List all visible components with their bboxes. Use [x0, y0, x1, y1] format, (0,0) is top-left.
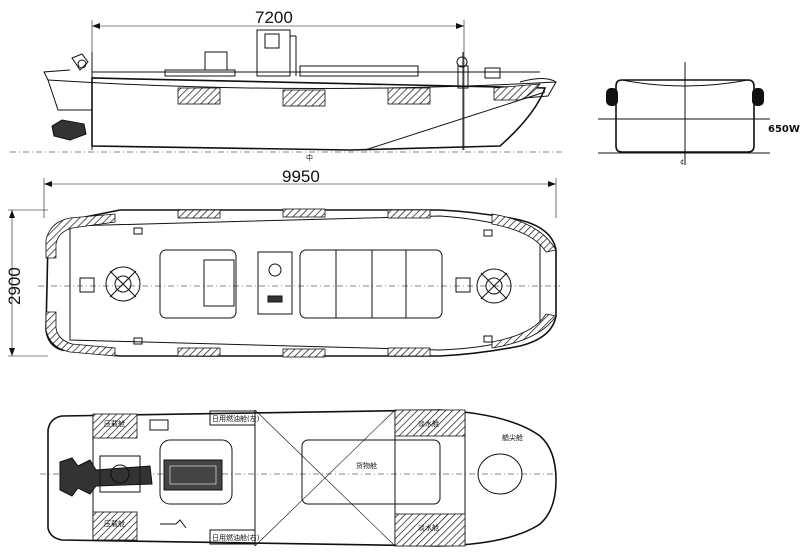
waterline-label: 650WL [768, 124, 800, 135]
plan-breadth-label: 2900 [5, 267, 24, 305]
label-bow-store: 艏尖舱 [502, 433, 523, 442]
plan-bitt-fwd [455, 277, 471, 293]
side-hull [91, 77, 547, 151]
plan-breadth-dimension: 2900 [5, 209, 48, 357]
side-stern-overhang [47, 79, 92, 111]
plan-fender-side-3 [387, 209, 431, 219]
cargo-hold-box [301, 439, 441, 505]
fuel-tank-port [209, 410, 256, 426]
side-fender-3 [387, 87, 431, 105]
label-aft-stbd-tank: 压载舱 [104, 519, 125, 528]
side-fender-bow [493, 83, 541, 101]
plan-fender-side-4 [177, 347, 221, 357]
tank-fwd-stbd-hatch [394, 513, 466, 547]
section-view: 650WL ¢ [598, 62, 800, 166]
side-length-label: 7200 [255, 8, 293, 27]
side-wheelhouse [164, 29, 419, 77]
label-fwd-stbd-tank: 淡水舱 [418, 523, 439, 532]
label-fuel-stbd: 日用燃油舱(右) [212, 533, 260, 542]
plan-hatch-aft [159, 249, 237, 319]
plan-hatch-aft-cover [203, 259, 235, 307]
plan-bitt-aft [79, 277, 95, 293]
tank-plan-outline [47, 409, 557, 547]
plan-fender-stern-port [45, 213, 116, 259]
label-fuel-port: 日用燃油舱(左) [212, 414, 260, 423]
plan-fender-side-2 [282, 208, 326, 218]
side-fender-1 [177, 87, 221, 105]
section-centerline-mark: ¢ [680, 158, 684, 166]
tank-aft-port-hatch [92, 413, 138, 439]
plan-capstan-fwd [476, 268, 512, 304]
plan-fender-bow-stbd [491, 313, 557, 349]
side-center-mark: 中 [306, 153, 313, 162]
plan-fender-stern-stbd [45, 311, 116, 357]
tank-fwd-port-hatch [394, 409, 466, 437]
tank-aft-stbd-hatch [92, 511, 138, 541]
piping-fitting [160, 519, 187, 529]
section-fender-stbd [752, 88, 764, 106]
label-fwd-port-tank: 淡水舱 [418, 419, 439, 428]
section-fender-port [606, 88, 618, 106]
tank-arrangement-plan: 压载舱 压载舱 日用燃油舱(左) 日用燃油舱(右) 货物舱 淡水舱 淡水舱 艏尖… [40, 409, 560, 547]
plan-wheelhouse [257, 251, 293, 315]
fuel-tank-stbd [209, 529, 256, 545]
deck-plan-view: 9950 2900 [5, 167, 560, 358]
side-elevation: 7200 中 [10, 8, 565, 162]
plan-length-dimension: 9950 [43, 167, 557, 218]
label-aft-port-tank: 压载舱 [104, 419, 125, 428]
engine-room [159, 439, 233, 505]
plan-fender-side-6 [387, 347, 431, 357]
main-engine-machinery [59, 455, 223, 497]
side-bow [499, 78, 557, 101]
side-fender-2 [282, 89, 326, 107]
plan-fender-side-5 [282, 348, 326, 358]
side-length-dimension: 7200 [91, 8, 465, 150]
plan-hatch-fwd [299, 249, 443, 319]
label-cargo-hold: 货物舱 [356, 461, 377, 470]
plan-fender-side-1 [177, 209, 221, 219]
plan-capstan-aft [105, 266, 141, 302]
plan-fender-bow-port [491, 213, 557, 253]
control-box [149, 419, 169, 431]
side-stern-winch [51, 53, 89, 141]
plan-length-label: 9950 [282, 167, 320, 186]
section-hull [615, 79, 755, 153]
side-sheer-line [47, 79, 557, 90]
